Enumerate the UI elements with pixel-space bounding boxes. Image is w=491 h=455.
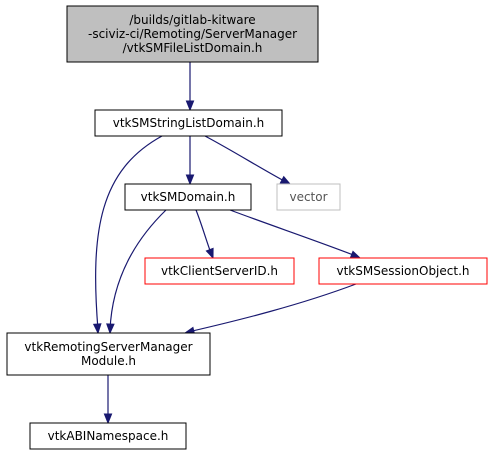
arrow-head bbox=[349, 250, 362, 259]
node-client-server-id[interactable]: vtkClientServerID.h bbox=[144, 257, 295, 285]
arrow-head bbox=[185, 174, 195, 186]
node-domain[interactable]: vtkSMDomain.h bbox=[124, 183, 252, 211]
edge-line bbox=[204, 135, 287, 183]
node-session-object[interactable]: vtkSMSessionObject.h bbox=[318, 257, 488, 285]
node-box bbox=[318, 257, 488, 285]
node-label: vtkRemotingServerManager bbox=[24, 340, 192, 354]
edge-root-to-string_list_domain bbox=[185, 62, 195, 112]
node-box bbox=[124, 183, 252, 211]
edge-session_object-to-server_manager_module bbox=[183, 283, 357, 336]
edge-server_manager_module-to-abi_namespace bbox=[103, 375, 113, 425]
node-box bbox=[29, 422, 187, 450]
arrow-head bbox=[92, 323, 102, 335]
edge-line bbox=[95, 135, 163, 331]
edge-line bbox=[195, 209, 213, 257]
edge-domain-to-client_server_id bbox=[195, 209, 214, 260]
node-label: /builds/gitlab-kitware bbox=[129, 13, 255, 27]
node-abi-namespace[interactable]: vtkABINamespace.h bbox=[29, 422, 187, 450]
edge-line bbox=[109, 209, 167, 331]
edge-string_list_domain-to-server_manager_module bbox=[92, 135, 163, 335]
arrow-head bbox=[106, 323, 115, 335]
node-box bbox=[6, 332, 211, 376]
node-box bbox=[66, 5, 319, 63]
node-label: -sciviz-ci/Remoting/ServerManager bbox=[88, 27, 297, 41]
edge-line bbox=[229, 209, 357, 257]
node-label: vtkSMStringListDomain.h bbox=[113, 116, 265, 130]
edge-domain-to-server_manager_module bbox=[106, 209, 167, 335]
node-root[interactable]: /builds/gitlab-kitware-sciviz-ci/Remotin… bbox=[66, 5, 319, 63]
arrow-head bbox=[279, 175, 292, 185]
edges-layer bbox=[92, 62, 362, 425]
edge-string_list_domain-to-domain bbox=[185, 136, 195, 186]
edge-line bbox=[187, 283, 357, 333]
arrow-head bbox=[103, 413, 113, 425]
arrow-head bbox=[185, 100, 195, 112]
node-label: vtkABINamespace.h bbox=[48, 429, 169, 443]
nodes-layer: /builds/gitlab-kitware-sciviz-ci/Remotin… bbox=[6, 5, 488, 450]
node-box bbox=[94, 109, 283, 137]
edge-domain-to-session_object bbox=[229, 209, 362, 259]
node-string-list-domain[interactable]: vtkSMStringListDomain.h bbox=[94, 109, 283, 137]
node-label: vtkClientServerID.h bbox=[161, 264, 278, 278]
node-label: vector bbox=[289, 190, 327, 204]
arrow-head bbox=[205, 247, 214, 260]
edge-string_list_domain-to-vector bbox=[204, 135, 292, 185]
node-box bbox=[276, 183, 341, 211]
node-label: Module.h bbox=[81, 354, 136, 368]
node-box bbox=[144, 257, 295, 285]
node-label: /vtkSMFileListDomain.h bbox=[123, 41, 263, 55]
node-vector[interactable]: vector bbox=[276, 183, 341, 211]
node-label: vtkSMSessionObject.h bbox=[336, 264, 469, 278]
node-label: vtkSMDomain.h bbox=[141, 190, 236, 204]
